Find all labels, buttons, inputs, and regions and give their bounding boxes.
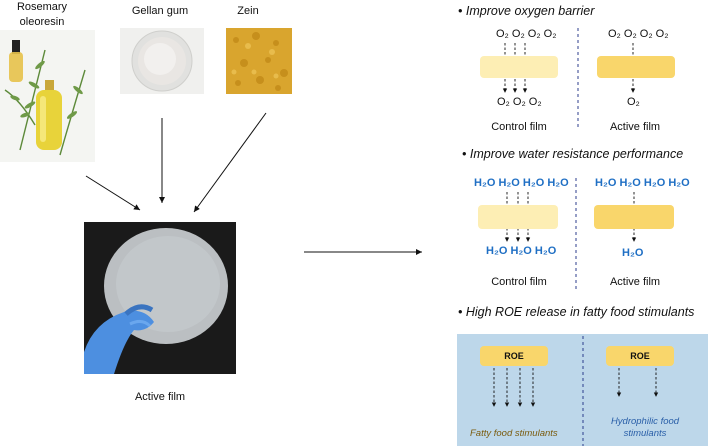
gellan-label: Gellan gum: [131, 5, 189, 17]
water-title: • Improve water resistance performance: [462, 147, 684, 161]
hydrophilic-food-label: Hydrophilic food stimulants: [610, 416, 680, 439]
active-film-image: [84, 222, 236, 374]
release-roe-right-label: ROE: [630, 351, 650, 361]
zein-image: [226, 28, 292, 94]
gellan-image: [120, 28, 204, 94]
water-control-film: [478, 205, 558, 229]
oxygen-control-bottom: O₂ O₂ O₂: [497, 96, 542, 108]
water-control-top: H₂O H₂O H₂O H₂O: [474, 177, 569, 189]
oxygen-active-label: Active film: [609, 121, 661, 133]
water-title-text: Improve water resistance performance: [469, 147, 684, 161]
oxygen-active-bottom: O₂: [627, 96, 640, 108]
fatty-food-label: Fatty food stimulants: [470, 428, 558, 439]
oxygen-control-film: [480, 56, 558, 78]
arrow-roe-to-film: [85, 175, 141, 211]
water-control-label: Control film: [491, 276, 547, 288]
oxygen-control-label: Control film: [491, 121, 547, 133]
water-active-top: H₂O H₂O H₂O H₂O: [595, 177, 690, 189]
oxygen-active-film: [597, 56, 675, 78]
oxygen-control-top: O₂ O₂ O₂ O₂: [496, 28, 557, 40]
water-control-bottom: H₂O H₂O H₂O: [486, 245, 557, 257]
release-roe-left-label: ROE: [504, 351, 524, 361]
release-title-text: High ROE release in fatty food stimulant…: [465, 305, 695, 319]
active-film-caption: Active film: [134, 391, 186, 403]
release-roe-right-film: ROE: [606, 346, 674, 366]
oxygen-title: • Improve oxygen barrier: [458, 4, 595, 18]
water-active-label: Active film: [609, 276, 661, 288]
oxygen-active-top: O₂ O₂ O₂ O₂: [608, 28, 669, 40]
roe-image: [0, 30, 95, 162]
arrow-zein-to-film: [193, 112, 267, 213]
release-roe-left-film: ROE: [480, 346, 548, 366]
zein-label: Zein: [237, 5, 259, 17]
oxygen-title-text: Improve oxygen barrier: [465, 4, 595, 18]
water-active-film: [594, 205, 674, 229]
release-title: • High ROE release in fatty food stimula…: [458, 305, 695, 319]
water-active-bottom: H₂O: [622, 247, 644, 259]
